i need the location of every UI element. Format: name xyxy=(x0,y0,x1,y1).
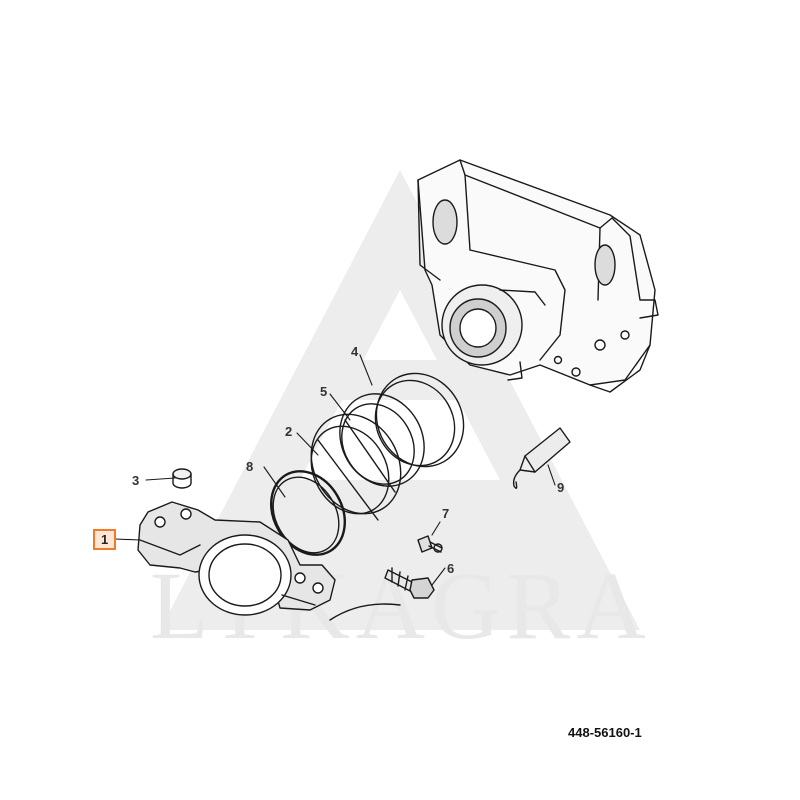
callout-3[interactable]: 3 xyxy=(132,473,140,488)
callout-6[interactable]: 6 xyxy=(447,561,455,576)
callout-9[interactable]: 9 xyxy=(557,480,565,495)
part-5-bushing xyxy=(339,393,425,493)
part-3-bush xyxy=(172,468,192,489)
callout-5[interactable]: 5 xyxy=(320,384,328,399)
part-2-sleeve xyxy=(310,413,402,521)
leader-lines xyxy=(114,354,556,586)
part-4-ring xyxy=(374,372,465,468)
callout-2[interactable]: 2 xyxy=(285,424,293,439)
callout-1[interactable]: 1 xyxy=(93,529,117,550)
part-6-bolt xyxy=(384,567,435,599)
callout-7[interactable]: 7 xyxy=(442,506,450,521)
part-9-sealant-tube xyxy=(512,427,571,489)
part-8-oring xyxy=(270,470,346,556)
part-7-bolt xyxy=(417,535,443,553)
part-1-clamp xyxy=(137,501,401,621)
callout-8[interactable]: 8 xyxy=(246,459,254,474)
callout-4[interactable]: 4 xyxy=(351,344,359,359)
axle-housing xyxy=(417,159,659,393)
drawing-number: 448-56160-1 xyxy=(568,725,642,740)
